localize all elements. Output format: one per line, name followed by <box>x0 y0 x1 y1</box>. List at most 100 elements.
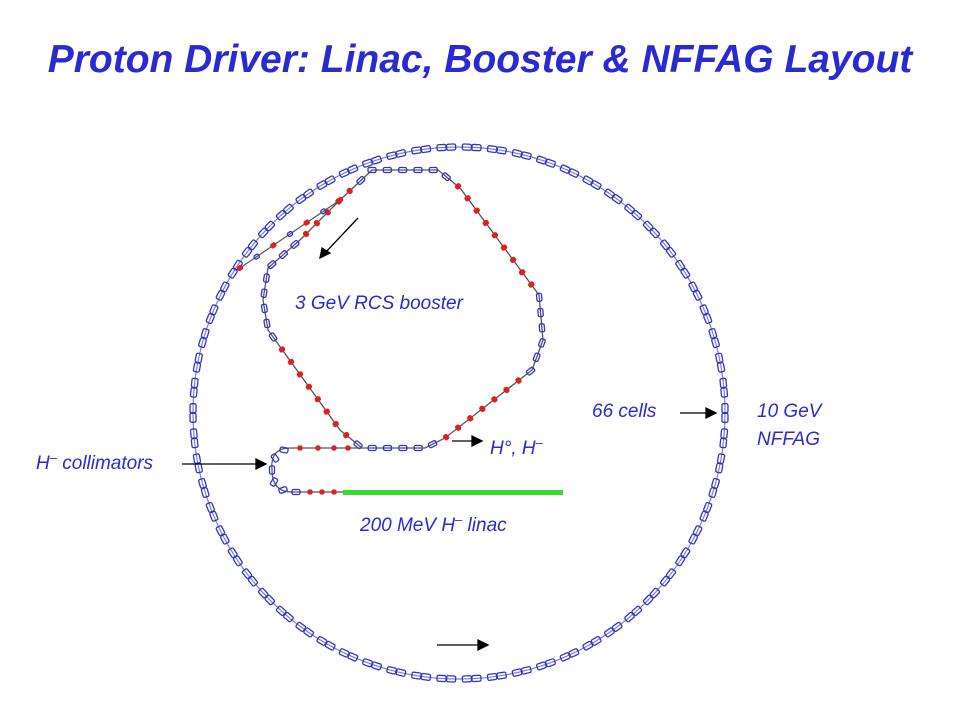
nffag-direction-arrow <box>437 638 490 652</box>
booster-quadrupole <box>260 288 268 299</box>
booster-quadrupole <box>262 273 270 283</box>
injection-line-path <box>271 447 362 493</box>
booster-dipole <box>491 232 499 239</box>
nffag-magnet <box>295 621 307 632</box>
booster-quadrupole <box>532 352 541 363</box>
extraction-magnet <box>303 219 310 226</box>
nffag-magnet <box>194 352 203 364</box>
nffag-magnet <box>665 246 677 258</box>
nffag-magnet <box>420 145 432 154</box>
booster-dipole <box>479 405 486 413</box>
booster-magnets <box>260 166 546 452</box>
booster-label: 3 GeV RCS booster <box>295 293 463 314</box>
nffag-magnet <box>642 594 654 606</box>
booster-quadrupole <box>535 292 543 303</box>
booster-dipole <box>500 244 508 251</box>
booster-quadrupole <box>268 332 278 342</box>
booster-dipole <box>305 383 313 390</box>
booster-direction-arrow <box>319 217 359 260</box>
booster-quadrupole <box>525 366 536 376</box>
linac-label-sup: – <box>455 512 463 527</box>
nffag-magnet <box>715 462 724 474</box>
booster-dipole <box>518 269 526 276</box>
booster-quadrupole <box>290 239 300 250</box>
booster-dipole <box>314 396 322 403</box>
nffag-magnet <box>275 605 287 617</box>
nffag-magnet <box>703 313 713 325</box>
injection-quadrupole <box>278 486 288 494</box>
extraction-magnet <box>270 242 277 249</box>
nffag-magnet <box>303 188 315 199</box>
rcs-booster-ring <box>260 166 546 452</box>
nffag-magnet <box>716 361 726 373</box>
booster-quadrupole <box>267 260 277 270</box>
nffag-magnet <box>582 640 594 651</box>
nffag-magnet <box>264 220 276 232</box>
booster-quadrupole <box>263 318 271 329</box>
booster-quadrupole <box>427 440 438 449</box>
booster-path <box>262 169 544 449</box>
linac-label-rest: linac <box>462 515 507 536</box>
nffag-magnet <box>649 227 661 239</box>
collimators-label-base: H <box>36 453 50 474</box>
booster-quadrupole <box>356 175 366 186</box>
nffag-magnet <box>347 164 359 174</box>
booster-dipole <box>343 431 350 439</box>
nffag-magnet <box>215 525 226 537</box>
nffag-magnet <box>445 143 457 151</box>
h0-label-sup: – <box>535 435 543 450</box>
booster-quadrupole <box>278 250 289 260</box>
linac-label: 200 MeV H– linac <box>360 512 507 538</box>
booster-quadrupole <box>537 307 544 318</box>
collimators-label-rest: collimators <box>56 453 154 474</box>
extraction-magnet <box>320 208 327 215</box>
h0-label-text: H°, H <box>490 438 536 459</box>
extraction-magnet <box>253 253 260 260</box>
extraction-line <box>236 196 344 272</box>
linac-bar <box>343 490 563 495</box>
booster-quadrupole <box>382 166 392 174</box>
nffag-magnet <box>205 501 215 513</box>
nffag-magnet <box>471 143 482 152</box>
nffag-magnet <box>545 158 556 168</box>
injection-quadrupole <box>279 446 289 454</box>
booster-dipole <box>515 377 522 384</box>
h0-arrow <box>452 434 484 448</box>
booster-dipole <box>346 187 353 195</box>
booster-quadrupole <box>353 440 363 450</box>
booster-quadrupole <box>441 172 451 182</box>
nffag-magnet <box>362 658 373 668</box>
booster-dipole <box>467 415 474 422</box>
injection-dipole <box>307 489 313 495</box>
nffag-magnet <box>675 555 686 567</box>
booster-quadrupole <box>413 166 423 174</box>
booster-dipole <box>278 346 286 353</box>
arrows <box>182 217 718 652</box>
injection-magnets <box>268 445 351 496</box>
nffag-magnet <box>324 175 336 186</box>
nffag-magnet <box>461 675 473 683</box>
nffag-magnet <box>189 403 197 414</box>
nffag-magnet <box>227 547 238 559</box>
booster-dipole <box>528 281 535 288</box>
nffag-magnet <box>688 533 699 545</box>
booster-quadrupole <box>398 444 408 452</box>
booster-dipole <box>509 256 517 264</box>
injection-line <box>268 445 362 496</box>
nffag-energy-label: 10 GeV <box>757 401 822 422</box>
booster-quadrupole <box>367 166 377 174</box>
nffag-magnet <box>631 209 643 221</box>
nffag-magnet <box>624 611 635 623</box>
nffag-magnet <box>659 575 671 587</box>
nffag-magnet <box>411 671 422 680</box>
injection-dipole <box>331 489 337 495</box>
booster-dipole <box>332 420 339 428</box>
collimators-label-sup: – <box>49 450 57 465</box>
booster-dipole <box>302 230 310 238</box>
nffag-magnet <box>209 304 219 316</box>
nffag-magnet <box>720 387 729 398</box>
booster-quadrupole <box>260 303 268 314</box>
nffag-magnet <box>192 453 202 465</box>
booster-dipole <box>473 207 480 214</box>
booster-quadrupole <box>397 166 408 174</box>
